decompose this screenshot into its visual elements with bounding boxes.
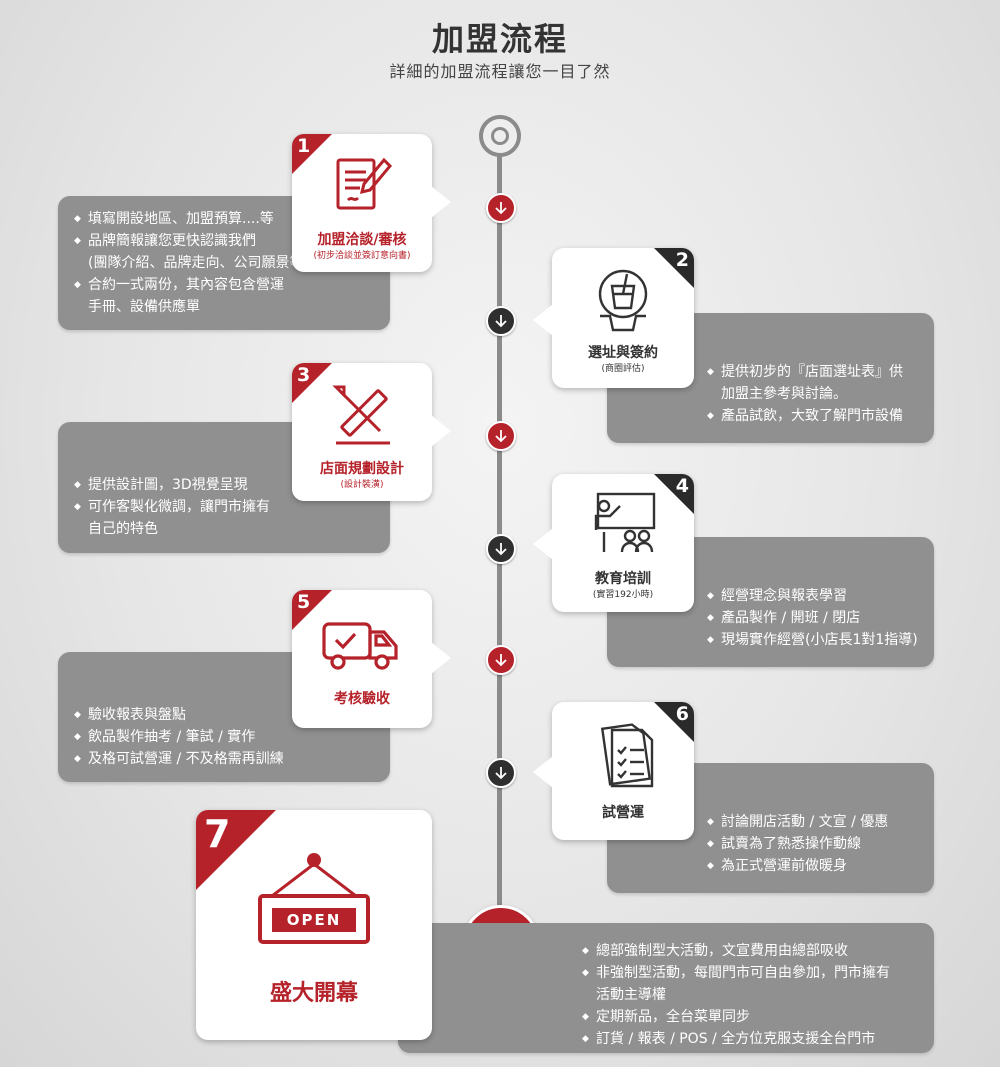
step-1-card: 1 加盟洽談/審核 (初步洽談並簽訂意向書) <box>292 134 451 272</box>
detail-item: 經營理念與報表學習 <box>707 585 934 607</box>
pointer <box>431 642 451 674</box>
detail-item: 提供設計圖，3D視覺呈現 <box>74 474 390 496</box>
detail-item: 加盟主參考與討論。 <box>721 386 847 402</box>
arrow-down-icon <box>486 421 516 451</box>
detail-item: 驗收報表與盤點 <box>74 704 390 726</box>
step-6-card: 6 試營運 <box>533 702 694 840</box>
detail-item: (團隊介紹、品牌走向、公司願景等) <box>88 255 309 271</box>
detail-item: 填寫開設地區、加盟預算....等 <box>74 208 390 230</box>
detail-item: 自己的特色 <box>88 521 158 537</box>
step-7-card: 7 OPEN 盛大開幕 <box>196 810 432 1040</box>
step-7-details: 總部強制型大活動，文宣費用由總部吸收 非強制型活動，每間門市可自由參加，門市擁有… <box>398 923 934 1053</box>
detail-item: 產品製作 / 開班 / 閉店 <box>707 607 934 629</box>
detail-item: 現場實作經營(小店長1對1指導) <box>707 629 934 651</box>
pointer <box>533 528 553 560</box>
step-subtitle: (設計裝潢) <box>340 480 384 490</box>
detail-item: 可作客製化微調，讓門市擁有 <box>74 496 390 518</box>
detail-item: 產品試飲，大致了解門市設備 <box>707 405 934 427</box>
detail-item: 品牌簡報讓您更快認識我們 <box>74 230 390 252</box>
timeline-start-ring-icon <box>479 115 521 157</box>
detail-item: 活動主導權 <box>596 987 666 1003</box>
detail-item: 訂貨 / 報表 / POS / 全方位克服支援全台門市 <box>582 1028 934 1050</box>
document-pen-icon <box>332 152 396 220</box>
detail-item: 試賣為了熟悉操作動線 <box>707 833 934 855</box>
step-title: 考核驗收 <box>334 691 390 707</box>
arrow-down-icon <box>486 306 516 336</box>
delivery-truck-check-icon <box>320 618 404 678</box>
checklist-icon <box>592 720 656 792</box>
page-title: 加盟流程 <box>431 20 568 58</box>
step-subtitle: (初步洽談並簽訂意向書) <box>313 251 411 261</box>
detail-item: 飲品製作抽考 / 筆試 / 實作 <box>74 726 390 748</box>
open-sign-text: OPEN <box>286 911 342 929</box>
detail-item: 提供初步的『店面選址表』供 <box>707 361 934 383</box>
ruler-pencil-icon <box>330 381 396 451</box>
step-title: 選址與簽約 <box>588 345 658 361</box>
drink-cup-icon <box>590 264 656 340</box>
step-3-card: 3 店面規劃設計 (設計裝潢) <box>292 363 451 501</box>
step-2-card: 2 選址與簽約 (商圈評估) <box>533 248 694 388</box>
timeline-axis <box>497 150 502 1010</box>
classroom-icon <box>588 492 658 560</box>
arrow-down-icon <box>486 758 516 788</box>
detail-item: 定期新品，全台菜單同步 <box>582 1006 934 1028</box>
step-title: 盛大開幕 <box>269 981 358 1006</box>
open-sign-icon: OPEN <box>256 850 372 950</box>
detail-item: 討論開店活動 / 文宣 / 優惠 <box>707 811 934 833</box>
step-number-badge: 7 <box>196 810 276 890</box>
page-subtitle: 詳細的加盟流程讓您一目了然 <box>389 62 611 81</box>
detail-item: 合約一式兩份，其內容包含營運 <box>74 274 390 296</box>
step-5-card: 5 考核驗收 <box>292 590 451 728</box>
pointer <box>533 756 553 788</box>
arrow-down-icon <box>486 645 516 675</box>
detail-item: 總部強制型大活動，文宣費用由總部吸收 <box>582 940 934 962</box>
step-subtitle: (商圈評估) <box>601 364 645 374</box>
step-title: 店面規劃設計 <box>320 461 404 477</box>
pointer <box>533 304 553 336</box>
pointer <box>431 415 451 447</box>
step-subtitle: (實習192小時) <box>592 590 654 600</box>
step-title: 教育培訓 <box>595 571 651 587</box>
detail-item: 及格可試營運 / 不及格需再訓練 <box>74 748 390 770</box>
step-title: 加盟洽談/審核 <box>317 232 407 248</box>
pointer <box>431 186 451 218</box>
detail-item: 手冊、設備供應單 <box>88 299 200 315</box>
detail-item: 非強制型活動，每間門市可自由參加，門市擁有 <box>582 962 934 984</box>
arrow-down-icon <box>486 193 516 223</box>
arrow-down-icon <box>486 534 516 564</box>
detail-item: 為正式營運前做暖身 <box>707 855 934 877</box>
step-title: 試營運 <box>602 805 644 821</box>
step-4-card: 4 教育培訓 (實習192小時) <box>533 474 694 612</box>
